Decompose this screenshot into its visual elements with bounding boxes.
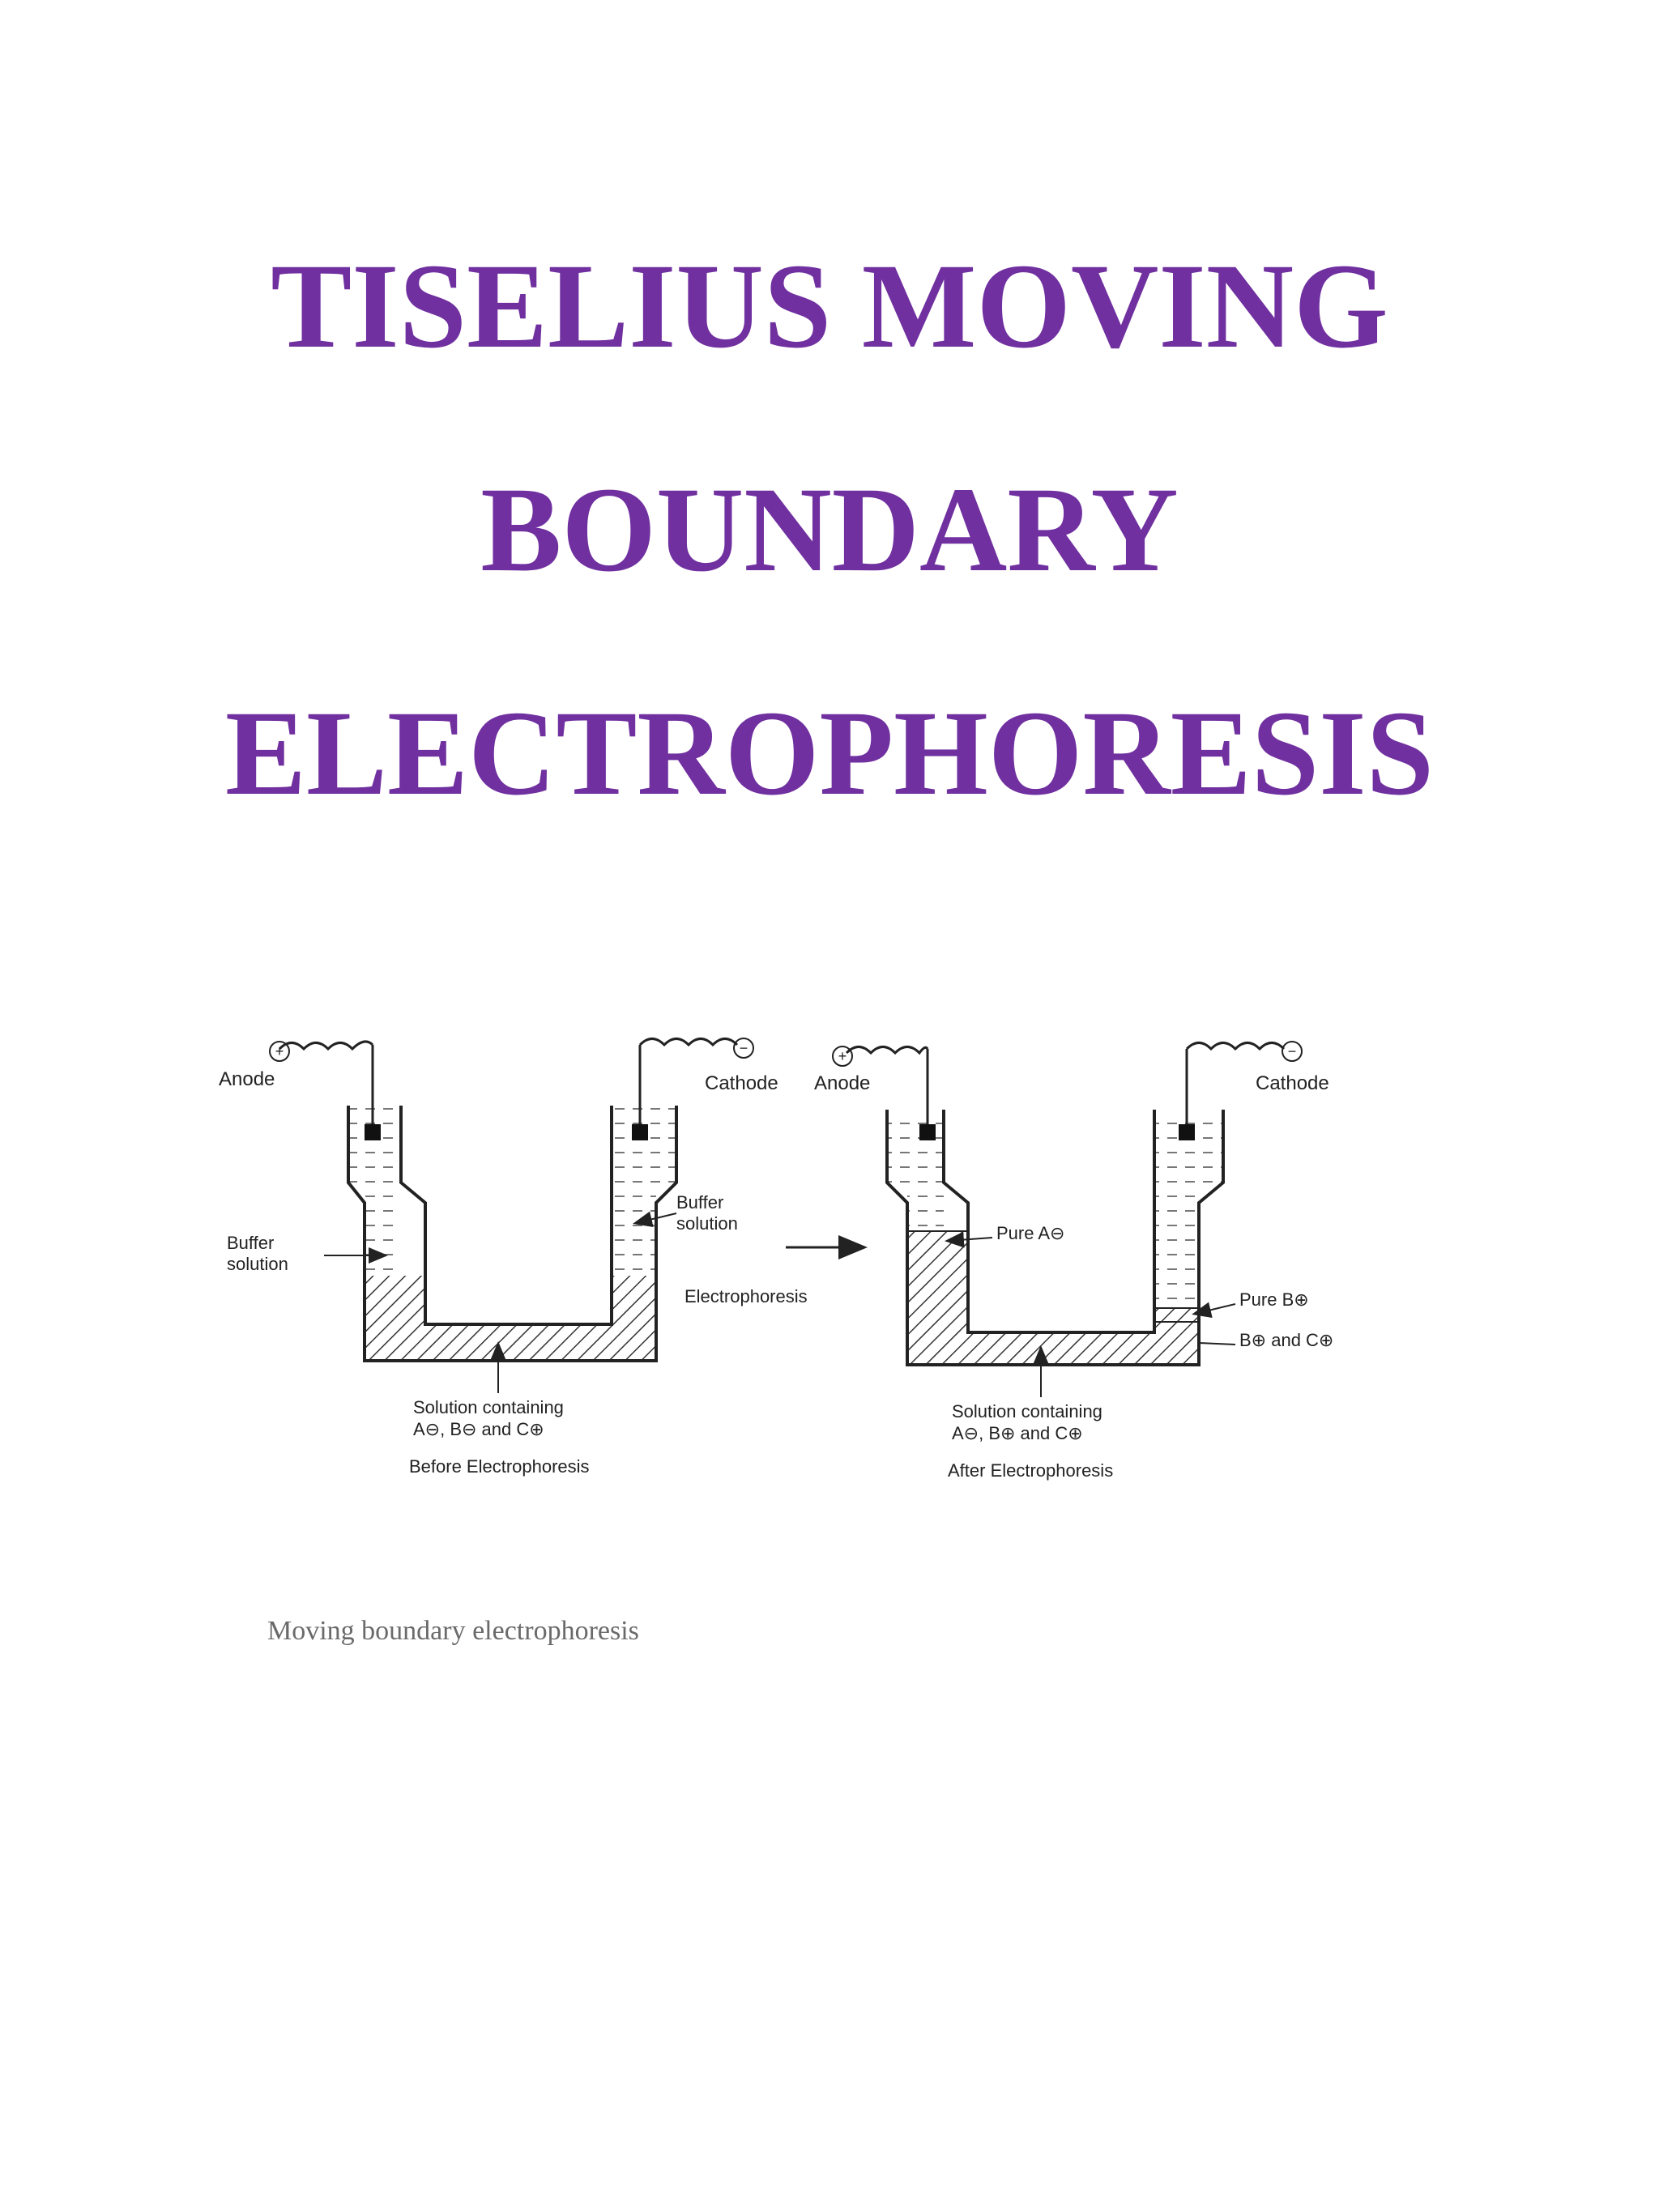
before-u-tube-inner <box>399 1106 613 1326</box>
before-solution-line2: A⊖, B⊖ and C⊕ <box>413 1419 544 1439</box>
before-sample-solution <box>365 1276 656 1361</box>
after-u-tube-inner <box>942 1110 1156 1334</box>
electrophoresis-diagram: + − Anode Cathode Buffer solution Buffer… <box>203 1029 1401 1507</box>
after-solution-line1: Solution containing <box>952 1401 1102 1421</box>
process-arrow-label: Electrophoresis <box>684 1286 808 1306</box>
before-buffer-right-line2: solution <box>676 1213 738 1234</box>
before-right-buffer-top <box>612 1106 676 1183</box>
after-pure-a-label: Pure A⊖ <box>996 1223 1064 1243</box>
after-pure-b-label: Pure B⊕ <box>1239 1289 1309 1310</box>
before-caption: Before Electrophoresis <box>409 1456 590 1477</box>
after-anode-electrode <box>919 1124 936 1140</box>
after-cathode-label: Cathode <box>1256 1072 1329 1094</box>
before-u-tube-outer <box>347 1106 678 1362</box>
figure-caption: Moving boundary electrophoresis <box>267 1616 639 1646</box>
after-cathode-electrode <box>1179 1124 1195 1140</box>
after-solution-line2: A⊖, B⊕ and C⊕ <box>952 1423 1083 1443</box>
before-anode-sign: + <box>275 1043 284 1059</box>
before-left-buffer-top <box>348 1106 401 1183</box>
after-b-and-c-label: B⊕ and C⊕ <box>1239 1330 1333 1350</box>
after-caption: After Electrophoresis <box>948 1460 1113 1481</box>
before-right-buffer-neck <box>612 1183 656 1276</box>
title-line-1: TISELIUS MOVING <box>271 239 1388 373</box>
title-line-3: ELECTROPHORESIS <box>224 686 1435 820</box>
after-anode-label: Anode <box>814 1072 870 1094</box>
before-buffer-right-line1: Buffer <box>676 1192 723 1213</box>
before-buffer-left-line2: solution <box>227 1254 288 1274</box>
before-cathode-sign: − <box>740 1040 748 1056</box>
page-title: TISELIUS MOVING BOUNDARY ELECTROPHORESIS <box>0 194 1659 865</box>
before-cathode-electrode <box>632 1124 648 1140</box>
before-cathode-label: Cathode <box>705 1072 778 1094</box>
before-apparatus: + − Anode Cathode Buffer solution Buffer… <box>219 1038 778 1477</box>
after-anode-sign: + <box>838 1048 847 1064</box>
after-u-tube-outer <box>885 1110 1225 1366</box>
after-sample-solution <box>907 1231 1199 1365</box>
before-anode-label: Anode <box>219 1068 275 1090</box>
after-cathode-sign: − <box>1288 1043 1297 1059</box>
before-buffer-left-line1: Buffer <box>227 1233 274 1253</box>
title-line-2: BOUNDARY <box>480 462 1179 597</box>
before-solution-line1: Solution containing <box>413 1397 564 1417</box>
before-left-buffer-neck <box>365 1183 401 1276</box>
before-anode-electrode <box>365 1124 381 1140</box>
after-apparatus: + − Anode Cathode Pure A⊖ Pure B⊕ B⊕ and… <box>814 1041 1333 1481</box>
